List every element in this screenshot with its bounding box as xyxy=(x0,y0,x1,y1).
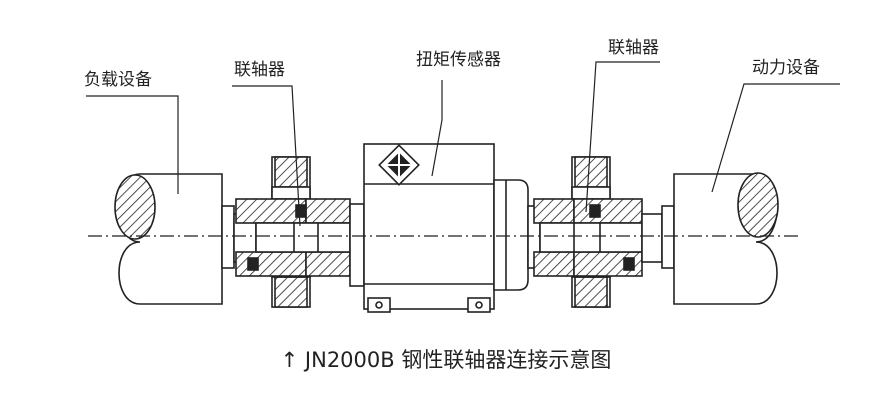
power-device xyxy=(673,172,779,305)
load-device xyxy=(114,173,223,305)
power-device-shaft xyxy=(641,205,675,269)
caption-arrow-icon: ↑ xyxy=(280,348,299,372)
leader-lines xyxy=(86,61,840,227)
label-power-device: 动力设备 xyxy=(752,58,820,78)
label-torque-sensor: 扭矩传感器 xyxy=(416,50,501,70)
label-coupling-left: 联轴器 xyxy=(234,60,285,80)
torque-sensor xyxy=(349,143,541,313)
figure-caption: ↑ JN2000B 钢性联轴器连接示意图 xyxy=(0,350,892,371)
label-load-device: 负载设备 xyxy=(84,70,152,90)
caption-text: JN2000B 钢性联轴器连接示意图 xyxy=(304,348,612,372)
left-coupling xyxy=(235,156,351,308)
label-coupling-right: 联轴器 xyxy=(608,38,659,58)
brand-logo-icon xyxy=(378,144,420,186)
right-coupling xyxy=(533,156,643,308)
